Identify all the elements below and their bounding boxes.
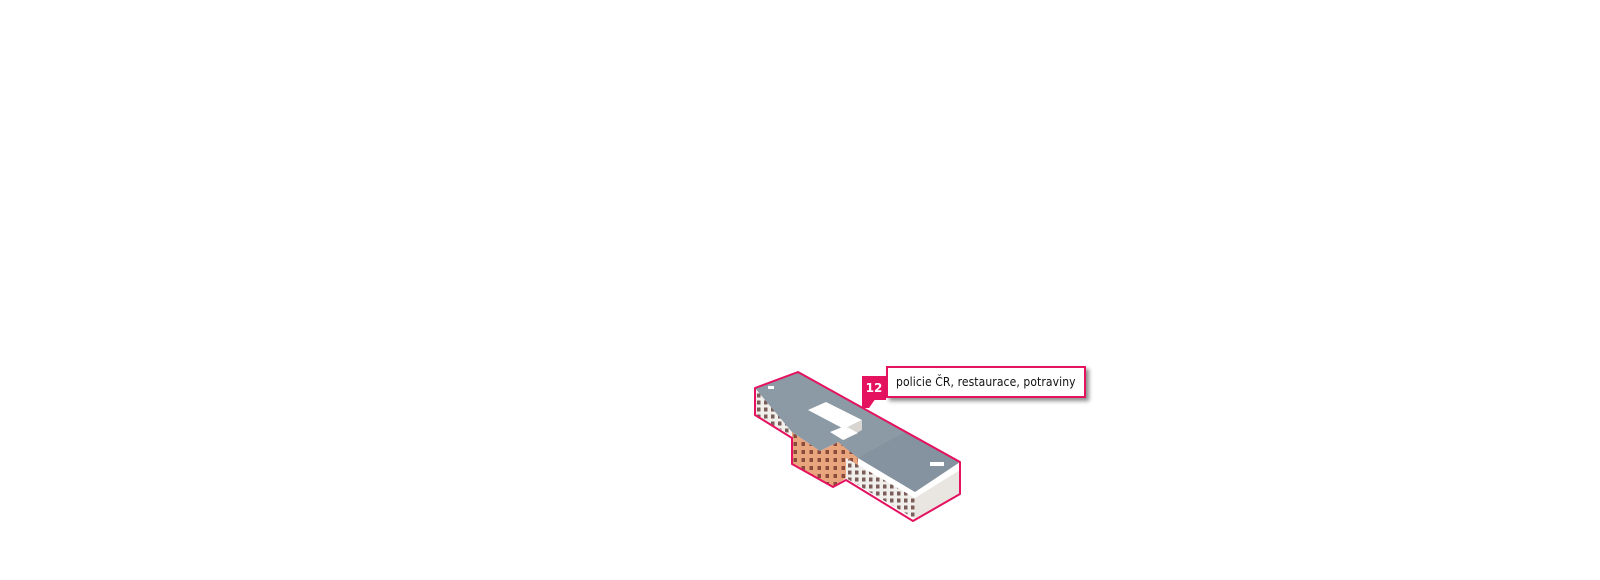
building-outline	[754, 371, 961, 522]
rooftop-unit	[830, 426, 858, 440]
callout-pointer-icon	[862, 398, 876, 408]
marker-number-badge[interactable]: 12	[862, 376, 886, 400]
west-wing-facade	[755, 388, 796, 438]
roof-shadow	[858, 432, 960, 492]
rooftop-structure	[808, 402, 862, 429]
callout-label: policie ČR, restaurace, potraviny	[896, 375, 1076, 389]
callout-label-box[interactable]: policie ČR, restaurace, potraviny	[886, 366, 1086, 398]
east-wing-facade	[846, 458, 915, 519]
building-12[interactable]	[748, 366, 970, 530]
rooftop-vent	[768, 386, 774, 389]
rooftop-vent	[930, 462, 944, 466]
east-end-facade	[915, 470, 960, 519]
